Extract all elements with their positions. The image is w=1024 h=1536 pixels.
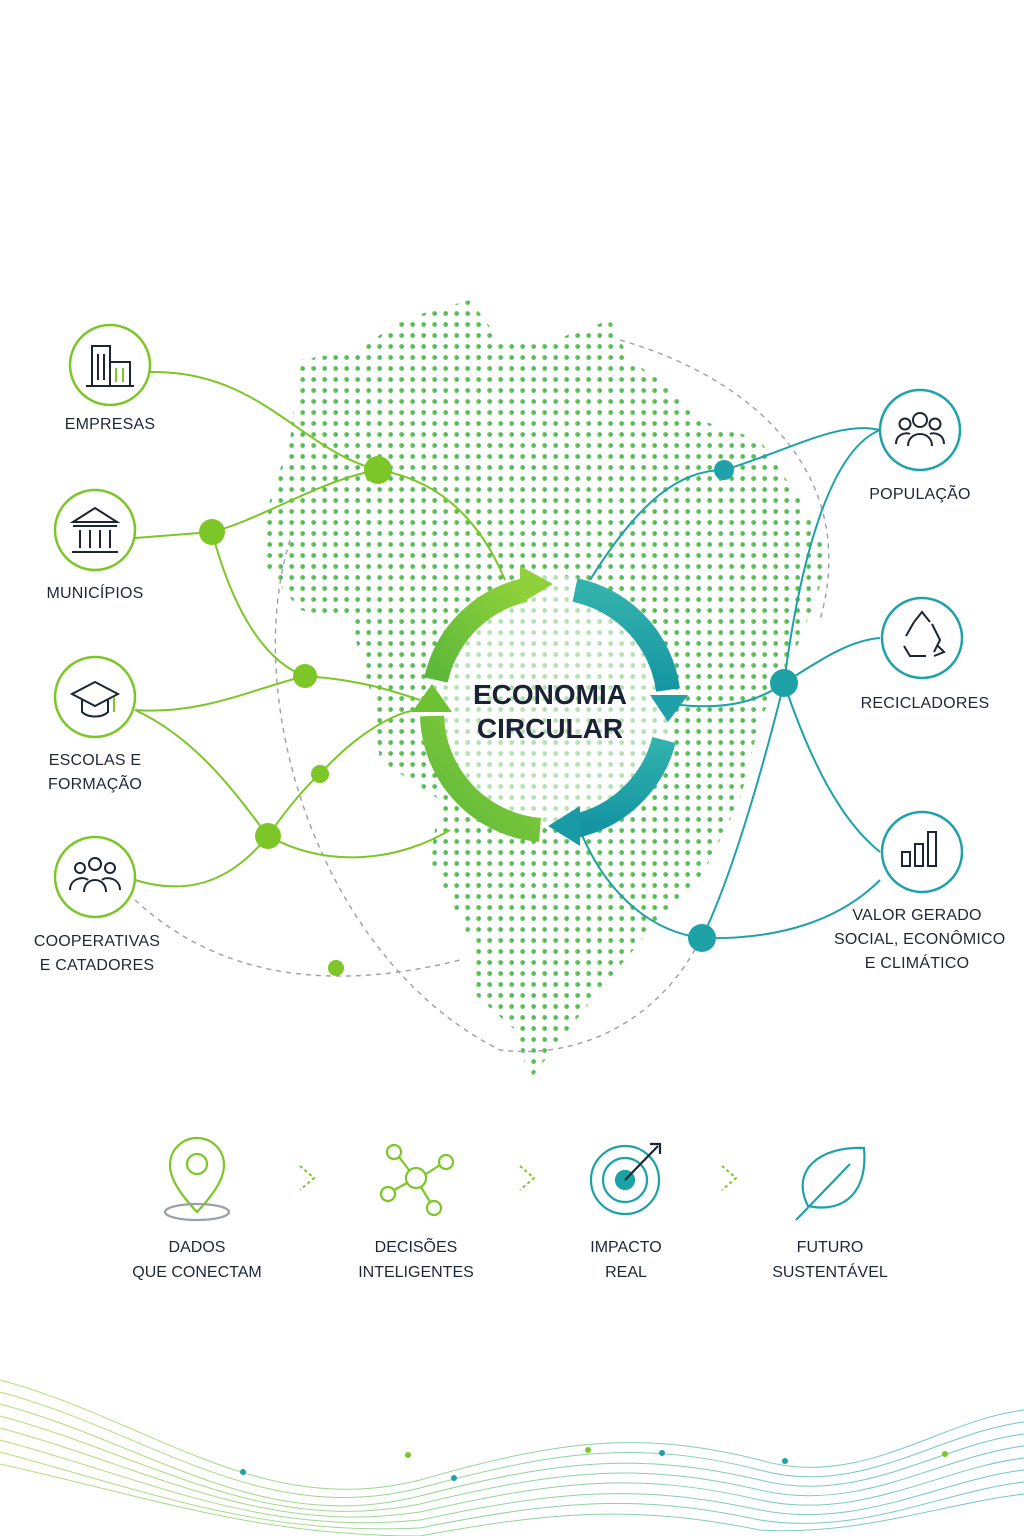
label-decisoes: DECISÕES INTELIGENTES (358, 1239, 474, 1281)
label-recicladores: RECICLADORES (860, 695, 990, 712)
step-dados (163, 1136, 231, 1222)
left-node-cooperativas (53, 835, 137, 919)
circular-arrows (412, 566, 688, 846)
step-impacto (589, 1142, 662, 1216)
left-node-municipios (53, 488, 137, 572)
recycle-icon (903, 610, 946, 657)
right-node-populacao (878, 388, 962, 472)
people-icon (895, 412, 945, 447)
label-populacao: POPULAÇÃO (869, 486, 971, 503)
step-decisoes (379, 1143, 455, 1217)
bar-chart-icon (901, 831, 937, 867)
center-title: ECONOMIA CIRCULAR (440, 678, 660, 746)
left-node-escolas (53, 655, 137, 739)
teal-connectors (579, 427, 881, 940)
wave-dots (240, 1447, 948, 1481)
step-futuro (795, 1146, 866, 1221)
label-impacto: IMPACTO REAL (590, 1239, 662, 1281)
right-node-recicladores (880, 596, 964, 680)
right-node-valor-gerado (880, 810, 964, 894)
leaf-icon (795, 1146, 866, 1221)
label-valor-gerado: VALOR GERADO SOCIAL, ECONÔMICO E CLIMÁTI… (834, 907, 1006, 972)
step-chevrons (299, 1165, 738, 1191)
decorative-waves (0, 1379, 1024, 1536)
location-pin-icon (163, 1136, 231, 1222)
label-cooperativas: COOPERATIVAS E CATADORES (33, 933, 161, 974)
label-escolas: ESCOLAS E FORMAÇÃO (47, 752, 143, 793)
label-futuro: FUTURO SUSTENTÁVEL (772, 1239, 888, 1281)
people-group-icon (69, 857, 121, 893)
network-icon (379, 1143, 455, 1217)
dashed-orbits (134, 339, 830, 1053)
label-municipios: MUNICÍPIOS (46, 585, 144, 602)
building-icon (86, 345, 134, 387)
center-title-line1: ECONOMIA (473, 679, 627, 710)
center-title-line2: CIRCULAR (476, 713, 624, 744)
label-empresas: EMPRESAS (64, 416, 156, 433)
graduation-cap-icon (69, 680, 121, 718)
label-dados: DADOS QUE CONECTAM (132, 1239, 262, 1281)
bank-icon (69, 506, 121, 553)
junction-dots (199, 456, 798, 976)
left-node-empresas (68, 323, 152, 407)
brazil-dot-map (260, 300, 830, 1080)
target-icon (589, 1142, 662, 1216)
